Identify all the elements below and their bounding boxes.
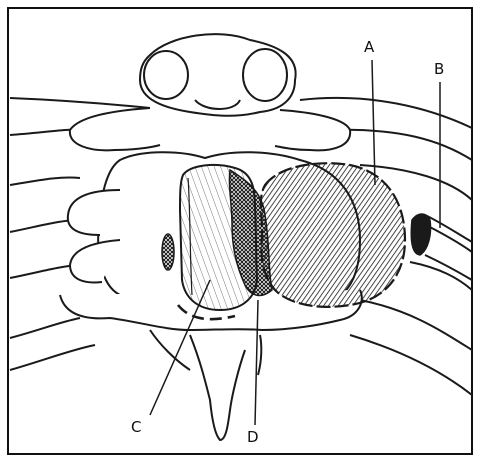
left-foramen: [162, 234, 174, 270]
label-d: D: [247, 430, 259, 445]
label-c: C: [131, 420, 141, 435]
label-b: B: [434, 62, 444, 77]
tumor-mass: [261, 163, 405, 307]
upper-facet-right: [243, 49, 287, 101]
label-a: A: [364, 40, 374, 55]
upper-facet-left: [144, 51, 188, 99]
